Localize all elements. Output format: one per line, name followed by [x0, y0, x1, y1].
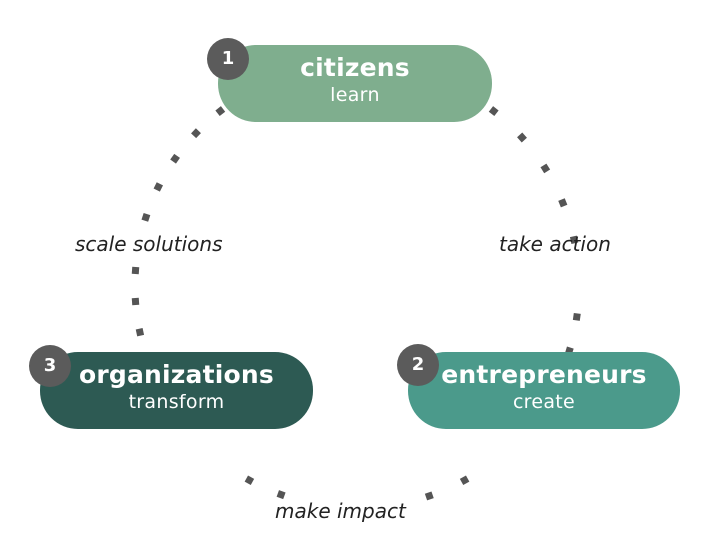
edge-label-make-impact: make impact — [275, 499, 406, 523]
citizens-step-badge: 1 — [207, 38, 249, 80]
connector-entrepreneurs-to-organizations-dot — [244, 475, 255, 485]
connector-entrepreneurs-to-organizations-dot — [424, 491, 434, 501]
entrepreneurs-step-badge: 2 — [397, 344, 439, 386]
connector-organizations-to-citizens-dot — [215, 106, 226, 117]
organizations-title: organizations — [78, 360, 275, 389]
organizations-subtitle: transform — [128, 391, 225, 413]
connector-organizations-to-citizens-dot — [135, 328, 145, 337]
citizens-node: citizens learn — [218, 45, 492, 122]
connector-organizations-to-citizens-dot — [153, 182, 163, 192]
citizens-title: citizens — [300, 53, 410, 82]
connector-citizens-to-entrepreneurs-dot — [488, 106, 499, 117]
citizens-subtitle: learn — [330, 84, 380, 106]
connector-organizations-to-citizens-dot — [141, 212, 151, 222]
organizations-step-badge: 3 — [29, 345, 71, 387]
entrepreneurs-subtitle: create — [512, 391, 576, 413]
connector-citizens-to-entrepreneurs-dot — [540, 163, 551, 174]
connector-organizations-to-citizens-dot — [191, 128, 201, 139]
connector-citizens-to-entrepreneurs-dot — [517, 132, 527, 143]
connector-citizens-to-entrepreneurs-dot — [569, 235, 579, 244]
connector-entrepreneurs-to-organizations-dot — [276, 490, 286, 500]
connector-organizations-to-citizens-dot — [131, 297, 140, 306]
connector-organizations-to-citizens-dot — [170, 153, 180, 164]
connector-citizens-to-entrepreneurs-dot — [558, 198, 568, 208]
entrepreneurs-node: entrepreneurs create — [408, 352, 680, 429]
edge-label-take-action: take action — [499, 232, 611, 256]
organizations-node: organizations transform — [40, 352, 313, 429]
edge-label-scale-solutions: scale solutions — [75, 232, 223, 256]
connector-entrepreneurs-to-organizations-dot — [459, 475, 470, 485]
connector-organizations-to-citizens-dot — [131, 266, 140, 275]
connector-citizens-to-entrepreneurs-dot — [572, 312, 581, 321]
entrepreneurs-title: entrepreneurs — [441, 360, 647, 389]
